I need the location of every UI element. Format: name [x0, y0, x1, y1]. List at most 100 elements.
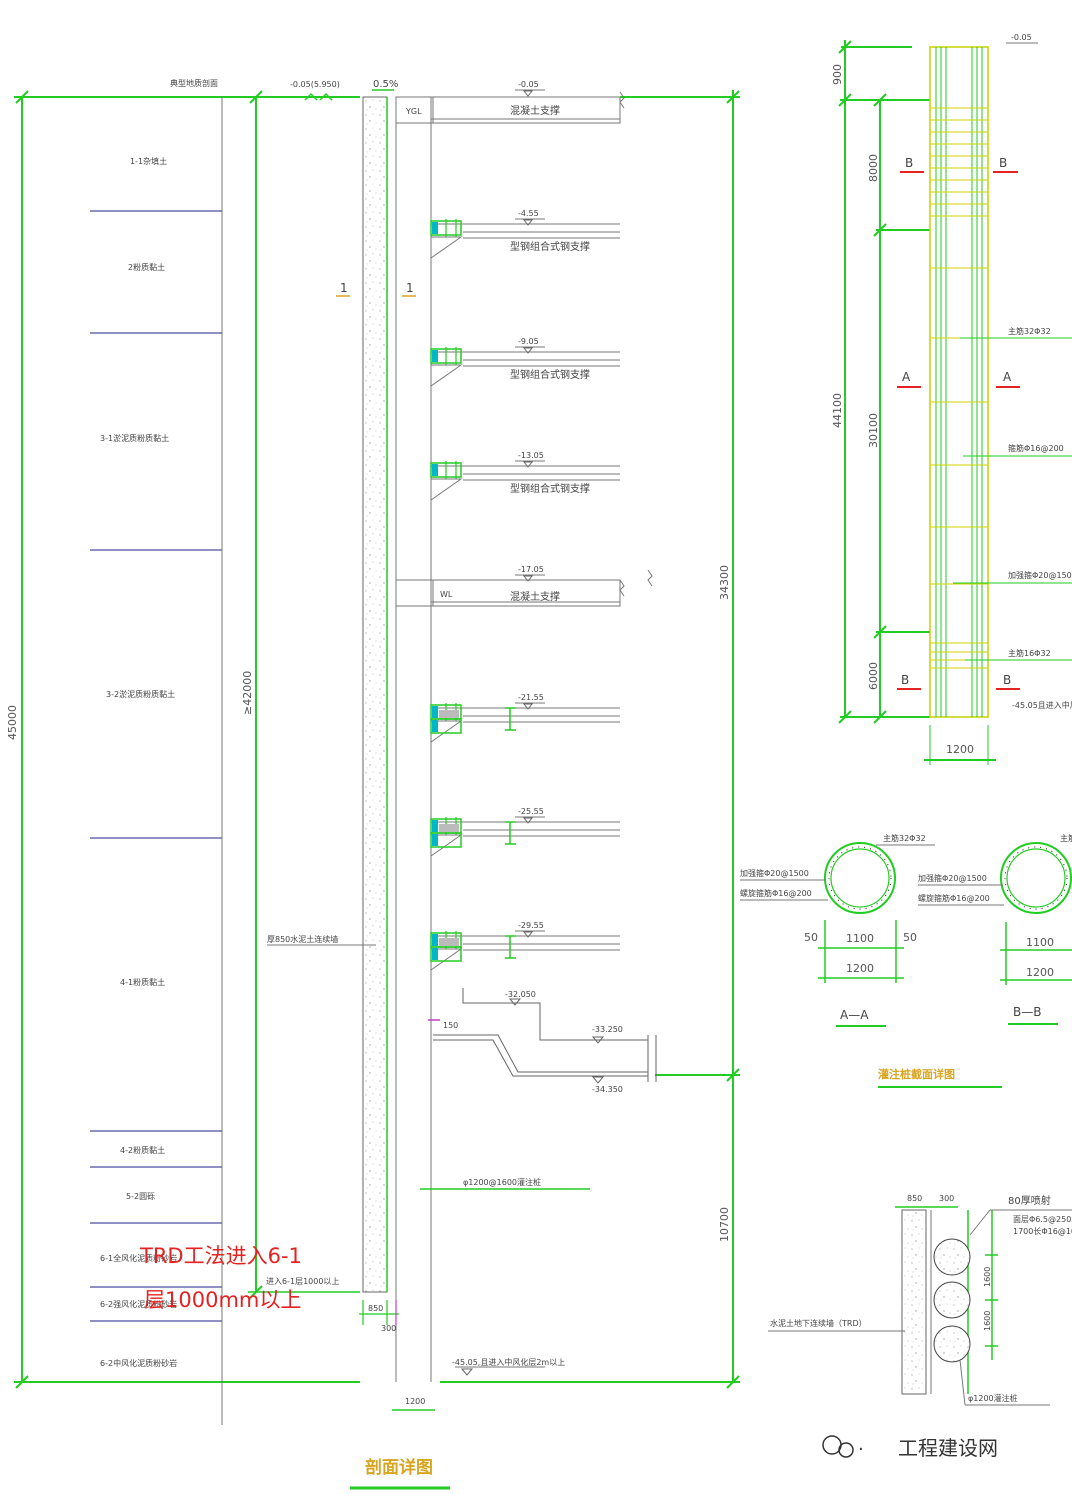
embed-note: 进入6-1层1000以上 [266, 1277, 339, 1286]
label-main-rebar: 主筋32Φ32 [1008, 326, 1051, 336]
tip-note: -45.05,且进入中风化层2m以上 [452, 1357, 565, 1367]
pile-width-1200: 1200 [946, 743, 974, 756]
plan-detail: 850 300 1600 1600 80厚喷射 面层Φ6.5@250x250 1… [768, 1194, 1072, 1406]
pile-elevation: 900 8000 30100 6000 44100 [831, 33, 1072, 765]
layer-4-2: 4-2粉质黏土 [120, 1145, 165, 1155]
plan-wall-label: 水泥土地下连续墙（TRD） [770, 1318, 867, 1328]
dim-6000: 6000 [867, 662, 880, 690]
plan-pile-label: φ1200灌注桩 [968, 1393, 1018, 1403]
elev-top-right: -0.05 [1011, 33, 1032, 42]
cut-b-1: B [905, 156, 913, 170]
layer-5-2: 5-2圆砾 [126, 1191, 155, 1201]
cut-a-1: A [902, 370, 911, 384]
elev-34350: -34.350 [592, 1085, 623, 1094]
label-aa: A—A [840, 1008, 869, 1022]
support-elev-7: -25.55 [518, 807, 544, 816]
layer-2: 2粉质黏土 [128, 262, 165, 272]
dim-300-left: 300 [381, 1324, 396, 1333]
sections-title: 灌注桩截面详图 [878, 1067, 955, 1081]
layer-boundaries [90, 210, 222, 1322]
section-main-rebar-cut: 主筋 [1060, 833, 1072, 843]
section-stiffener-b: 加强箍Φ20@1500 [918, 873, 987, 883]
tip-note-right: -45.05且进入中风化2 [1012, 700, 1072, 710]
excavation-bottom: -32.050 -33.250 -34.350 150 [428, 988, 657, 1094]
plan-dim-300: 300 [939, 1194, 954, 1203]
support-label-3: 型钢组合式钢支撑 [510, 368, 590, 381]
elev-33250: -33.250 [592, 1025, 623, 1034]
dim-8000: 8000 [867, 154, 880, 182]
support-label-5: 混凝土支撑 [510, 590, 560, 603]
cut-b-4: B [1003, 673, 1011, 687]
section-spiral-b: 螺旋箍筋Φ16@200 [918, 893, 990, 903]
support-elev-2: -4.55 [518, 209, 539, 218]
pile-label: φ1200@1600灌注桩 [463, 1177, 541, 1187]
support-elev-3: -9.05 [518, 337, 539, 346]
layer-6-2a: 6-2强风化泥质粉砂岩 [100, 1299, 177, 1309]
left-section: 45000 ≥42000 典型地质剖面 1-1杂填土 2粉质黏土 3-1淤泥质粉… [6, 78, 432, 1425]
dim-30100: 30100 [867, 413, 880, 448]
support-label-2: 型钢组合式钢支撑 [510, 240, 590, 253]
main-title: 剖面详图 [365, 1457, 433, 1478]
cut-b-2: B [999, 156, 1007, 170]
trd-wall [362, 96, 388, 1293]
geo-section-label: 典型地质剖面 [170, 78, 218, 88]
support-levels: -0.05混凝土支撑YGL-4.55型钢组合式钢支撑-9.05型钢组合式钢支撑-… [395, 80, 621, 971]
dim-1200-bottom: 1200 [405, 1397, 425, 1406]
support-level-7: -25.55 [430, 807, 620, 857]
elev-top-left: -0.05(5.950) [290, 80, 340, 89]
support-tag-5: WL [440, 590, 453, 599]
support-level-1: -0.05 混凝土支撑 YGL [395, 80, 621, 124]
support-elev-1: -0.05 [518, 80, 539, 89]
dim-34300: 34300 [718, 565, 731, 600]
plan-dim-1600b: 1600 [983, 1311, 992, 1331]
label-main-rebar-2: 主筋16Φ32 [1008, 648, 1051, 658]
dim-1100-b: 1100 [1026, 936, 1054, 949]
slope-label: 0.5% [373, 79, 398, 90]
dim-ticks [15, 90, 263, 1389]
label-stirrup: 箍筋Φ16@200 [1008, 443, 1064, 453]
red-note-line2: 层1000mm以上 [144, 1288, 301, 1312]
layer-6-1: 6-1全风化泥质粉砂岩 [100, 1253, 177, 1263]
label-stiffener: 加强箍Φ20@1500 [1008, 570, 1072, 580]
watermark-sub: · [858, 1439, 864, 1460]
dim-45000: 45000 [6, 705, 19, 740]
layer-3-2: 3-2淤泥质粉质黏土 [106, 689, 175, 699]
section-mark-left: 1 [340, 281, 348, 295]
support-tag-1: YGL [405, 107, 422, 116]
dim-1200-a: 1200 [846, 962, 874, 975]
wechat-icon [822, 1435, 854, 1458]
support-level-2: -4.55 型钢组合式钢支撑 [430, 209, 620, 259]
layer-4-1: 4-1粉质黏土 [120, 977, 165, 987]
trd-label: 厚850水泥土连续墙 [267, 934, 338, 944]
dim-10700: 10700 [718, 1207, 731, 1242]
red-note-line1: TRD工法进入6-1 [139, 1244, 302, 1268]
support-elev-6: -21.55 [518, 693, 544, 702]
plan-mesh2: 1700长Φ16@1000 [1013, 1226, 1072, 1236]
dim-1100-a: 1100 [846, 932, 874, 945]
dim-1200-b: 1200 [1026, 966, 1054, 979]
cut-b-3: B [901, 673, 909, 687]
pile-cross-sections: 主筋32Φ32 主筋 加强箍Φ20@1500 螺旋箍筋Φ16@200 加强箍Φ2… [740, 833, 1072, 1088]
dim-50-left: 50 [804, 931, 818, 944]
dim-150: 150 [443, 1021, 458, 1030]
support-elev-8: -29.55 [518, 921, 544, 930]
support-label-1: 混凝土支撑 [510, 104, 560, 117]
section-spiral-a: 螺旋箍筋Φ16@200 [740, 888, 812, 898]
cut-a-2: A [1003, 370, 1012, 384]
plan-mesh: 面层Φ6.5@250x250 [1013, 1215, 1072, 1224]
dim-850-left: 850 [368, 1304, 383, 1313]
section-main-rebar: 主筋32Φ32 [883, 833, 926, 843]
layer-3-1: 3-1淤泥质粉质黏土 [100, 433, 169, 443]
support-elev-5: -17.05 [518, 565, 544, 574]
dim-42000: ≥42000 [241, 671, 254, 715]
dim-50-right: 50 [903, 931, 917, 944]
support-level-3: -9.05 型钢组合式钢支撑 [430, 337, 620, 387]
section-right-dims: 34300 10700 [440, 90, 740, 1389]
elev-32050: -32.050 [505, 990, 536, 999]
support-level-6: -21.55 [430, 693, 620, 743]
stirrups [930, 107, 988, 669]
layer-1-1: 1-1杂填土 [130, 156, 167, 166]
layer-6-2b: 6-2中风化泥质粉砂岩 [100, 1358, 177, 1368]
watermark-text: 工程建设网 [898, 1436, 998, 1460]
